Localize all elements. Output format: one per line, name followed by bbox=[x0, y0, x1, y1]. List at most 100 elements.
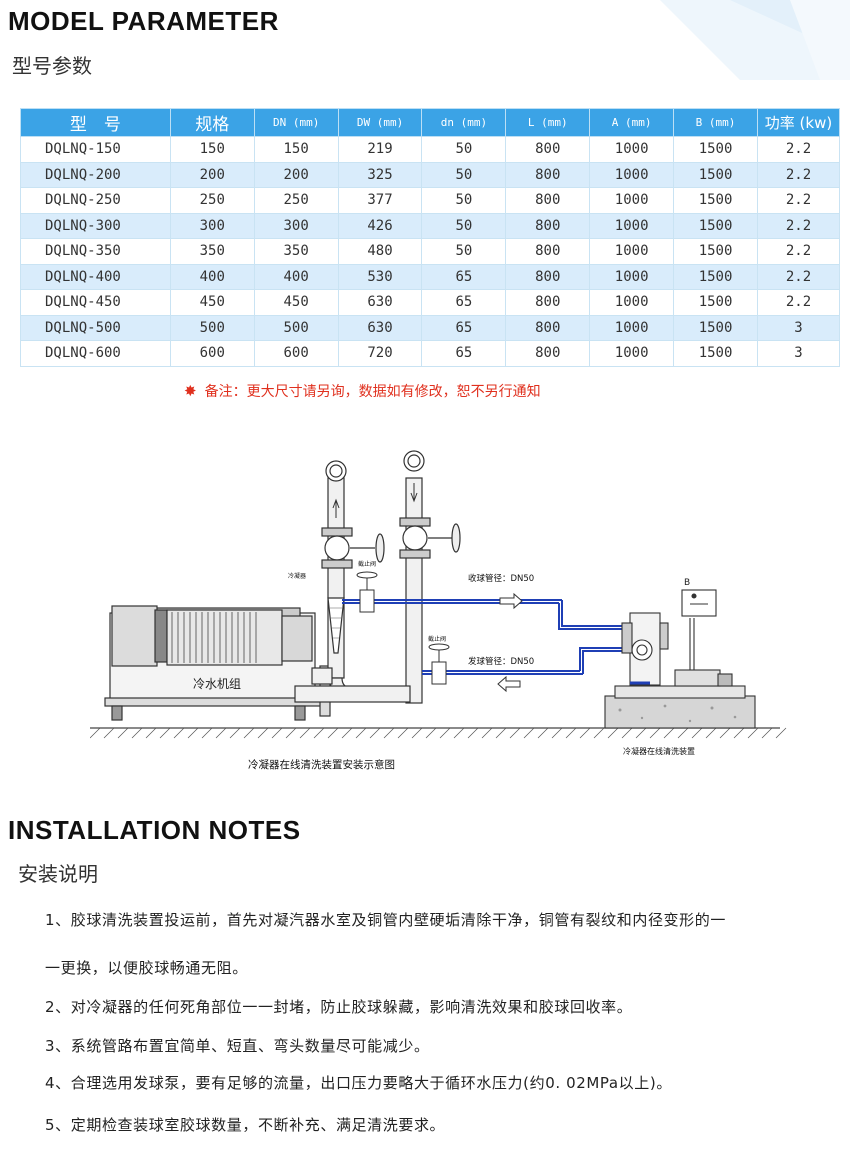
table-cell: 50 bbox=[421, 161, 507, 188]
note-line-2: 一更换，以便胶球畅通无阻。 bbox=[45, 959, 248, 977]
section-title-cn-notes: 安装说明 bbox=[18, 862, 98, 886]
table-cell: 300 bbox=[169, 212, 255, 239]
table-cell: 1500 bbox=[673, 289, 758, 316]
table-cell: 500 bbox=[169, 314, 255, 341]
table-cell: 1500 bbox=[673, 238, 758, 265]
table-cell: 1500 bbox=[673, 187, 758, 214]
table-cell: DQLNQ-300 bbox=[20, 212, 171, 239]
table-cell: 450 bbox=[253, 289, 339, 316]
remark-text: 备注：更大尺寸请另询，数据如有修改，恕不另行通知 bbox=[204, 384, 541, 400]
table-cell: DQLNQ-200 bbox=[20, 161, 171, 188]
col-header-power: 功率 (kw) bbox=[757, 108, 840, 137]
remark-note: ✸ 备注：更大尺寸请另询，数据如有修改，恕不另行通知 bbox=[184, 381, 541, 401]
table-cell: 300 bbox=[253, 212, 339, 239]
table-cell: 800 bbox=[505, 238, 591, 265]
table-cell: 1500 bbox=[673, 263, 758, 290]
table-cell: 1000 bbox=[589, 187, 675, 214]
table-cell: 325 bbox=[337, 161, 423, 188]
table-cell: 2.2 bbox=[757, 263, 840, 290]
table-cell: 2.2 bbox=[757, 136, 840, 163]
table-cell: 200 bbox=[253, 161, 339, 188]
table-cell: 250 bbox=[253, 187, 339, 214]
table-cell: 2.2 bbox=[757, 212, 840, 239]
section-title-cn: 型号参数 bbox=[12, 54, 92, 78]
control-box-label: B bbox=[684, 578, 690, 588]
table-cell: 219 bbox=[337, 136, 423, 163]
table-cell: 50 bbox=[421, 136, 507, 163]
col-header-spec: 规格 bbox=[169, 108, 255, 137]
table-cell: 1500 bbox=[673, 136, 758, 163]
table-cell: 1500 bbox=[673, 161, 758, 188]
table-cell: 800 bbox=[505, 314, 591, 341]
chiller-label: 冷水机组 bbox=[193, 677, 241, 691]
table-cell: 630 bbox=[337, 289, 423, 316]
valve-label-2: 截止阀 bbox=[428, 635, 446, 643]
table-cell: 200 bbox=[169, 161, 255, 188]
send-pipe-label: 发球管径：DN50 bbox=[468, 656, 534, 667]
device-caption: 冷凝器在线清洗装置 bbox=[623, 746, 695, 756]
table-cell: 1000 bbox=[589, 212, 675, 239]
table-cell: 1000 bbox=[589, 314, 675, 341]
table-cell: 800 bbox=[505, 136, 591, 163]
table-cell: 3 bbox=[757, 314, 840, 341]
table-cell: 1000 bbox=[589, 263, 675, 290]
valve-label-1: 截止阀 bbox=[358, 560, 376, 568]
ball-pipes bbox=[342, 599, 622, 675]
table-cell: 50 bbox=[421, 187, 507, 214]
table-cell: 1000 bbox=[589, 136, 675, 163]
table-cell: 400 bbox=[253, 263, 339, 290]
table-cell: 600 bbox=[169, 340, 255, 367]
table-cell: DQLNQ-250 bbox=[20, 187, 171, 214]
table-cell: 2.2 bbox=[757, 289, 840, 316]
col-header-l: L (mm) bbox=[505, 108, 591, 137]
table-header-row: 型 号 规格 DN (mm) DW (mm) dn (mm) L (mm) A … bbox=[20, 108, 840, 137]
table-cell: 65 bbox=[421, 263, 507, 290]
table-cell: 250 bbox=[169, 187, 255, 214]
table-cell: 150 bbox=[253, 136, 339, 163]
table-cell: 1500 bbox=[673, 212, 758, 239]
table-cell: 800 bbox=[505, 340, 591, 367]
note-line-1: 1、胶球清洗装置投运前，首先对凝汽器水室及铜管内壁硬垢清除干净，铜管有裂纹和内径… bbox=[45, 911, 726, 929]
note-line-5: 4、合理选用发球泵，要有足够的流量，出口压力要略大于循环水压力(约0. 02MP… bbox=[45, 1074, 672, 1092]
table-cell: 400 bbox=[169, 263, 255, 290]
table-cell: 150 bbox=[169, 136, 255, 163]
table-cell: 65 bbox=[421, 289, 507, 316]
col-header-b: B (mm) bbox=[673, 108, 758, 137]
table-cell: 800 bbox=[505, 187, 591, 214]
chiller-unit bbox=[104, 605, 331, 721]
table-cell: 426 bbox=[337, 212, 423, 239]
installation-diagram: 冷水机组 bbox=[90, 450, 787, 771]
table-cell: 2.2 bbox=[757, 187, 840, 214]
table-cell: 530 bbox=[337, 263, 423, 290]
col-header-model: 型 号 bbox=[20, 108, 171, 137]
corner-decoration bbox=[660, 0, 850, 80]
table-cell: 480 bbox=[337, 238, 423, 265]
table-cell: 800 bbox=[505, 289, 591, 316]
col-header-dn-small: dn (mm) bbox=[421, 108, 507, 137]
table-cell: 350 bbox=[169, 238, 255, 265]
table-cell: 1000 bbox=[589, 340, 675, 367]
table-cell: 3 bbox=[757, 340, 840, 367]
table-cell: DQLNQ-150 bbox=[20, 136, 171, 163]
parameter-table: 型 号 规格 DN (mm) DW (mm) dn (mm) L (mm) A … bbox=[20, 108, 840, 367]
col-header-a: A (mm) bbox=[589, 108, 675, 137]
table-cell: 50 bbox=[421, 212, 507, 239]
table-cell: 65 bbox=[421, 340, 507, 367]
table-cell: 2.2 bbox=[757, 238, 840, 265]
table-cell: DQLNQ-600 bbox=[20, 340, 171, 367]
section-title-en-notes: INSTALLATION NOTES bbox=[8, 815, 301, 845]
condenser-label: 冷凝器 bbox=[288, 572, 306, 580]
table-cell: 1500 bbox=[673, 314, 758, 341]
table-cell: 50 bbox=[421, 238, 507, 265]
red-star-icon: ✸ bbox=[184, 382, 197, 400]
table-cell: 600 bbox=[253, 340, 339, 367]
table-cell: 350 bbox=[253, 238, 339, 265]
table-cell: 720 bbox=[337, 340, 423, 367]
